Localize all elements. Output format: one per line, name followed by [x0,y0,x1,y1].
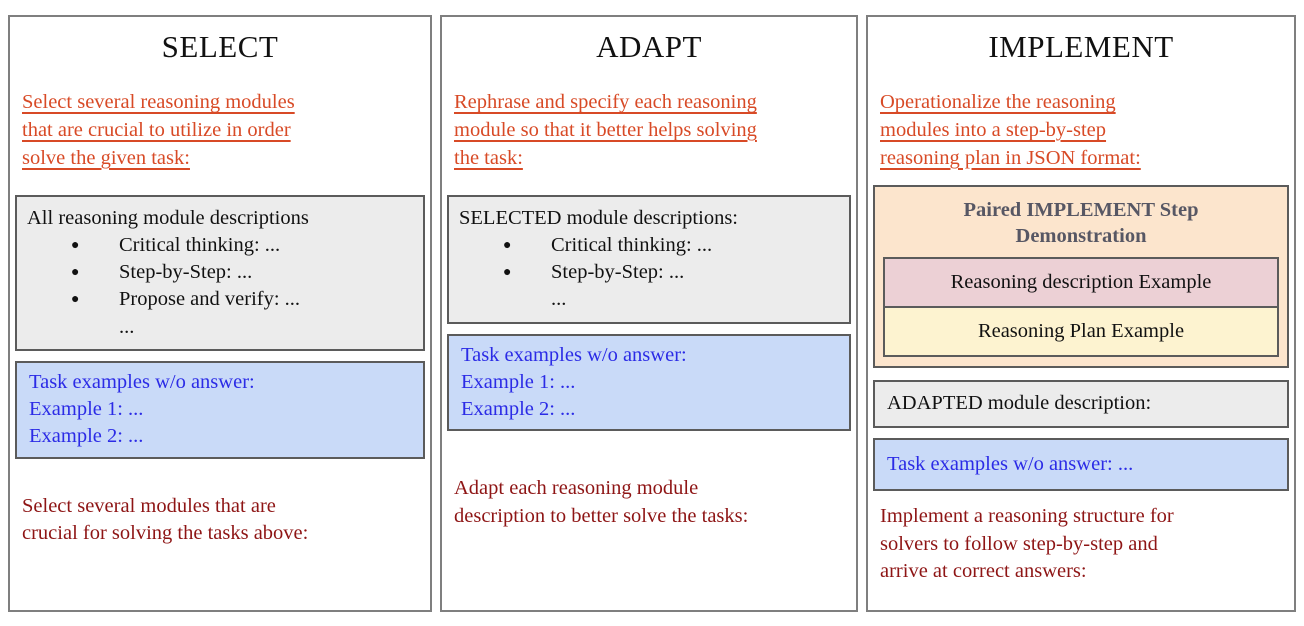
adapt-footer-prompt: Adapt each reasoning module description … [454,475,844,530]
demo-box-header: Paired IMPLEMENT Step Demonstration [963,198,1199,248]
module-item-label: Propose and verify: ... [119,288,301,311]
module-list-item: ● Critical thinking: ... [459,232,839,259]
select-modules-box: All reasoning module descriptions ● Criti… [15,194,425,351]
implement-instruction-line: Operationalize the reasoning [880,91,1116,113]
adapt-task-examples-box: Task examples w/o answer: Example 1: ...… [447,333,851,432]
implement-instruction-line: modules into a step-by-step [880,118,1107,141]
footer-line: Implement a reasoning structure for [880,504,1174,527]
implement-footer-prompt: Implement a reasoning structure for solv… [880,503,1282,586]
implement-panel-title: IMPLEMENT [988,29,1174,64]
module-list-item: ● Step-by-Step: ... [459,259,839,286]
modules-box-heading: SELECTED module descriptions: [459,206,738,229]
implement-panel: IMPLEMENT Operationalize the reasoning m… [866,15,1296,612]
module-item-label: Critical thinking: ... [551,233,713,256]
footer-line: arrive at correct answers: [880,560,1087,583]
select-task-examples-box: Task examples w/o answer: Example 1: ...… [15,360,425,459]
module-item-label: Step-by-Step: ... [119,261,253,284]
task-example-line: Example 1: ... [461,370,576,393]
select-panel: SELECT Select several reasoning modules … [8,15,432,612]
task-example-line: Task examples w/o answer: [461,343,687,366]
module-list-item: ● Propose and verify: ... [27,286,413,313]
module-item-label: Step-by-Step: ... [551,261,685,284]
select-instruction-line: that are crucial to utilize in order [22,118,291,141]
adapt-panel-title: ADAPT [596,29,702,64]
footer-line: crucial for solving the tasks above: [22,522,309,545]
implement-instruction: Operationalize the reasoning modules int… [880,89,1284,173]
task-example-line: Example 2: ... [29,425,144,448]
bullet-icon: ● [71,265,80,281]
bullet-icon: ● [503,265,512,281]
adapt-instruction-line: the task: [454,146,523,169]
footer-line: Adapt each reasoning module [454,477,699,500]
module-list-item: ● Critical thinking: ... [27,232,413,259]
adapt-instruction-line: Rephrase and specify each reasoning [454,91,757,113]
adapt-instruction-line: module so that it better helps solving [454,118,757,141]
task-example-line: Example 2: ... [461,398,576,421]
footer-line: Select several modules that are [22,494,276,517]
bullet-icon: ● [71,237,80,253]
adapt-panel: ADAPT Rephrase and specify each reasonin… [440,15,858,612]
adapt-instruction: Rephrase and specify each reasoning modu… [454,89,846,173]
bullet-icon: ● [503,237,512,253]
select-instruction-line: solve the given task: [22,146,190,169]
select-footer-prompt: Select several modules that are crucial … [22,493,418,548]
task-example-line: Example 1: ... [29,398,144,421]
implement-instruction-line: reasoning plan in JSON format: [880,146,1141,169]
reasoning-description-example-box: Reasoning description Example [883,256,1279,309]
implement-demo-box: Paired IMPLEMENT Step Demonstration Reas… [873,184,1289,369]
module-list-ellipsis: ... [551,288,567,311]
footer-line: solvers to follow step-by-step and [880,532,1158,555]
select-instruction-line: Select several reasoning modules [22,91,295,113]
task-example-line: Task examples w/o answer: ... [887,452,1134,475]
select-panel-title: SELECT [161,29,279,64]
footer-line: description to better solve the tasks: [454,505,749,528]
task-example-line: Task examples w/o answer: [29,370,255,393]
implement-task-examples-box: Task examples w/o answer: ... [873,437,1289,491]
module-item-label: Critical thinking: ... [119,233,281,256]
select-instruction: Select several reasoning modules that ar… [22,89,420,173]
module-list-ellipsis: ... [119,315,135,338]
module-list-item: ● Step-by-Step: ... [27,259,413,286]
adapt-modules-box: SELECTED module descriptions: ● Critical … [447,194,851,324]
adapted-module-description-box: ADAPTED module description: [873,380,1289,428]
modules-box-heading: All reasoning module descriptions [27,206,309,229]
bullet-icon: ● [71,292,80,308]
reasoning-plan-example-box: Reasoning Plan Example [883,306,1279,358]
